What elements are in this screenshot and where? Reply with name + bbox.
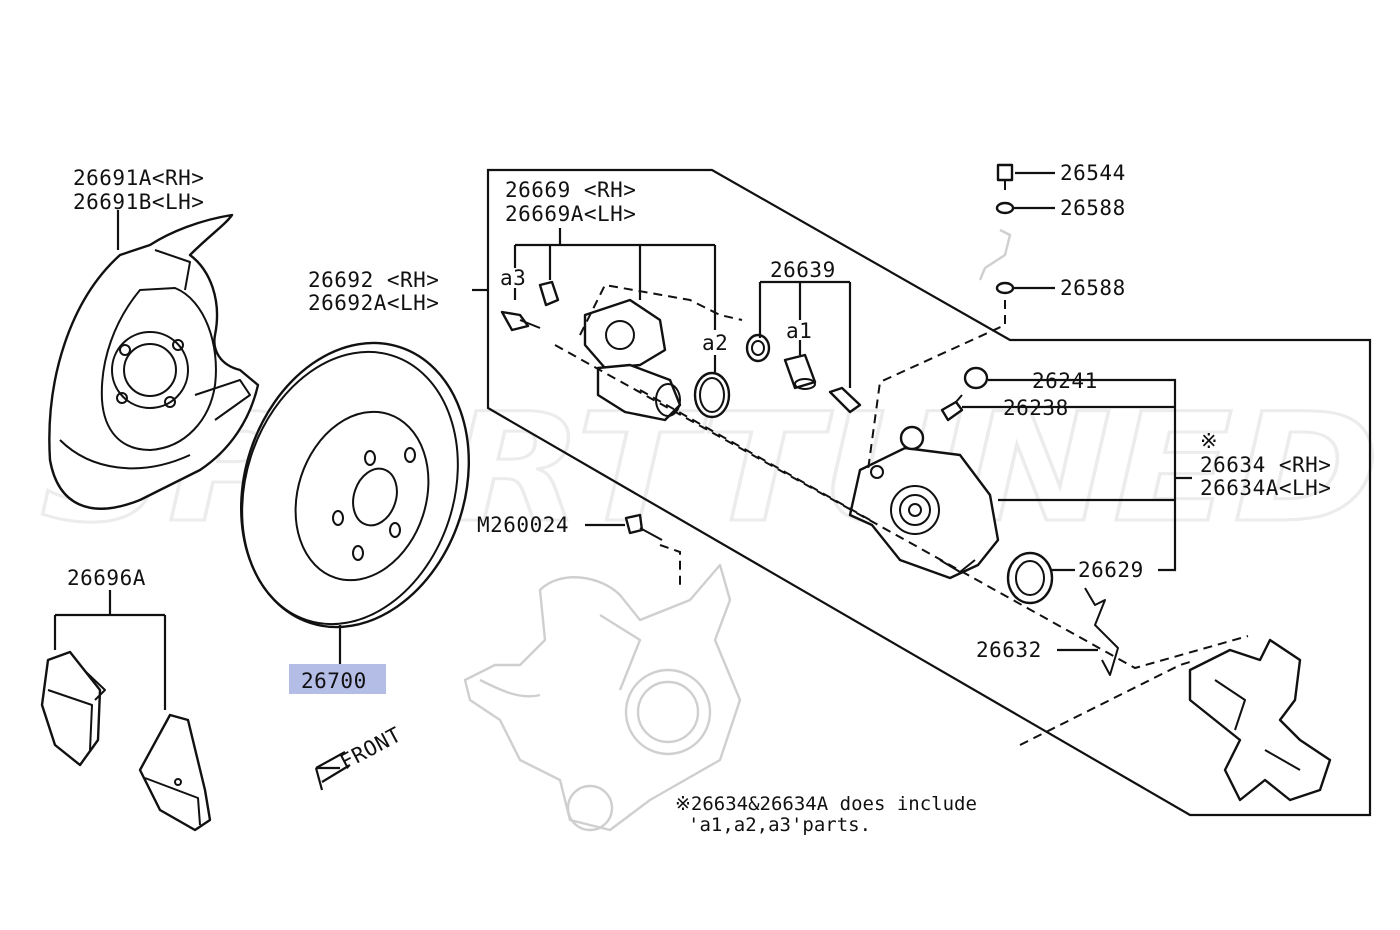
brake-pad-inner-icon[interactable] [40,650,106,767]
label-washer-bottom[interactable]: 26588 [1060,276,1126,300]
label-bolt-26544[interactable]: 26544 [1060,161,1126,185]
label-backing-plate-rh[interactable]: 26691A<RH> [73,166,204,190]
front-arrow-icon [314,751,351,791]
piston-seal-icon[interactable] [1006,551,1054,605]
caliper-cap-icon[interactable] [963,366,989,390]
piston-boot-icon[interactable] [745,333,771,363]
actuator-pin-icon[interactable] [538,280,560,307]
caliper-sleeve-icon[interactable] [899,425,925,451]
caliper-bracket-icon[interactable] [1188,638,1332,802]
label-backing-plate-lh[interactable]: 26691B<LH> [73,190,204,214]
bolt-26544-icon[interactable] [996,163,1014,190]
anti-rattle-spring-icon[interactable] [1084,587,1119,676]
note-line-2: 'a1,a2,a3'parts. [688,814,871,836]
label-front: FRONT [336,722,405,774]
label-a1: a1 [786,319,812,343]
label-bolt-m260024[interactable]: M260024 [477,513,569,537]
label-a3: a3 [500,266,526,290]
label-caliper-lh[interactable]: 26634A<LH> [1200,476,1331,500]
brake-pad-outer-icon[interactable] [138,713,212,832]
brake-rotor-icon[interactable] [206,313,505,657]
backing-plate-icon[interactable] [48,213,260,510]
leader-lines [53,171,1192,710]
piston-icon[interactable] [783,353,817,390]
label-rotor-lh[interactable]: 26692A<LH> [308,291,439,315]
rotor-part-highlight [289,664,386,694]
bleeder-screw-icon[interactable] [940,394,964,422]
brake-hose-icon [978,228,1012,281]
label-actuator-rh[interactable]: 26669 <RH> [505,178,636,202]
label-washer-top[interactable]: 26588 [1060,196,1126,220]
label-actuator-lh[interactable]: 26669A<LH> [505,202,636,226]
label-cap-26241[interactable]: 26241 [1032,369,1098,393]
steering-knuckle-icon [463,563,742,832]
label-seal-26629[interactable]: 26629 [1078,558,1144,582]
note-line-1: ※26634&26634A does include [675,793,977,815]
label-piston-kit[interactable]: 26639 [770,258,836,282]
caliper-body-icon[interactable] [848,446,1000,580]
label-bleeder-26238[interactable]: 26238 [1003,396,1069,420]
mounting-bolt-icon[interactable] [624,513,663,541]
guide-pin-icon[interactable] [828,386,862,414]
label-asterisk: ※ [1200,429,1218,453]
label-caliper-rh[interactable]: 26634 <RH> [1200,453,1331,477]
label-rotor-rh[interactable]: 26692 <RH> [308,268,439,292]
assembly-guides [554,283,1249,746]
label-a2: a2 [702,331,728,355]
actuator-screw-icon[interactable] [500,310,541,332]
o-ring-icon[interactable] [693,371,731,419]
caliper-kit-frame [486,168,1372,817]
label-pad-kit[interactable]: 26696A [67,566,146,590]
label-spring-26632[interactable]: 26632 [976,638,1042,662]
washer-top-icon[interactable] [995,201,1015,215]
label-rotor-part[interactable]: 26700 [301,669,367,693]
washer-bottom-icon[interactable] [995,281,1015,295]
